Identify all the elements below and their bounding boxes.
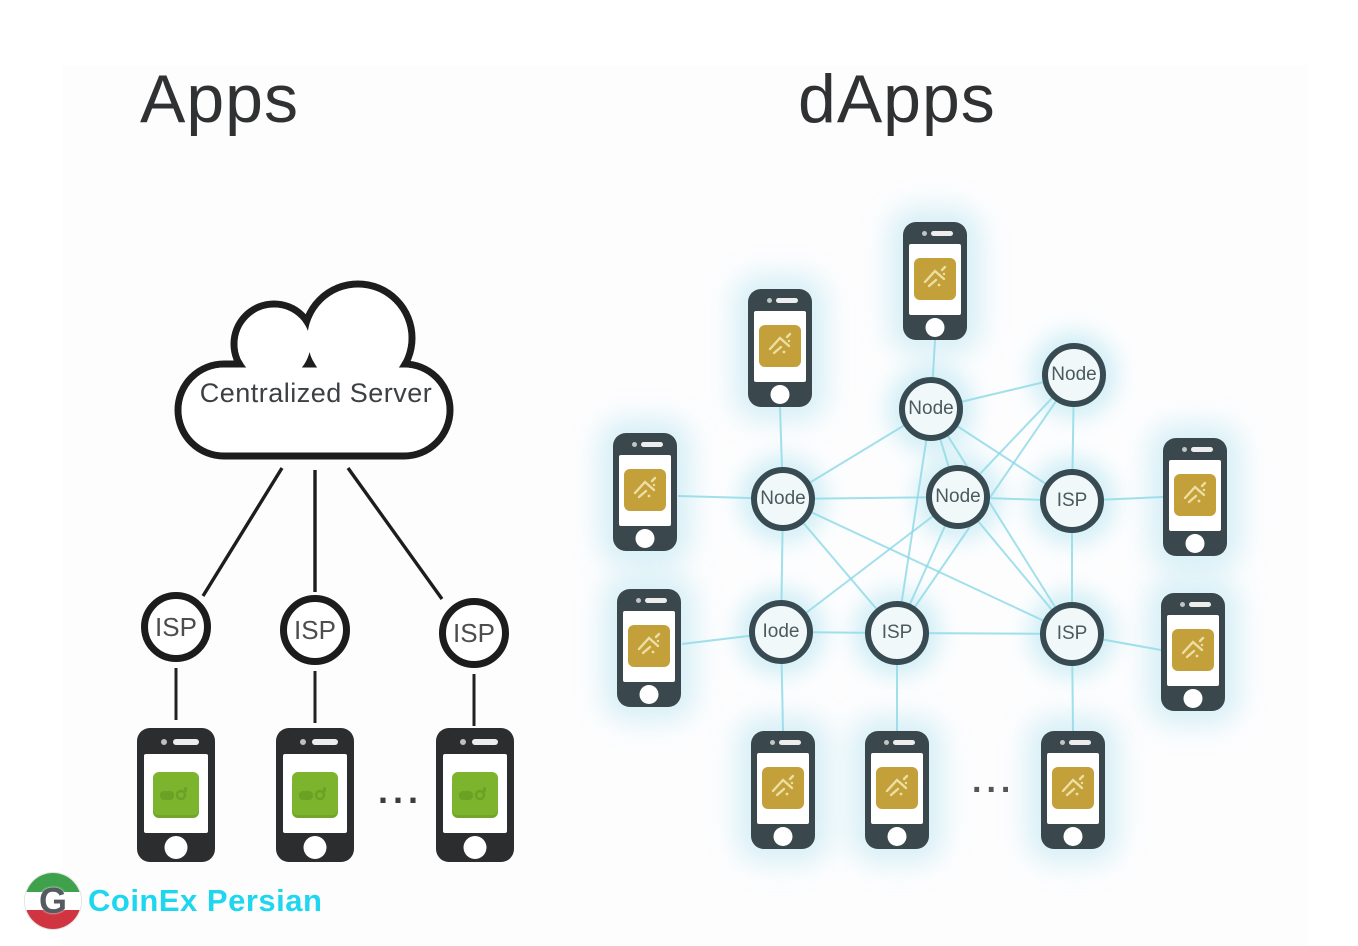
isp-label: ISP	[155, 611, 197, 642]
smartphone	[751, 731, 815, 849]
node-label: Node	[935, 486, 981, 507]
gold-dapp-icon	[914, 258, 956, 300]
speaker-icon	[173, 739, 199, 745]
green-app-icon	[153, 772, 199, 818]
isp-circle: ISP	[141, 592, 211, 662]
speaker-icon	[779, 740, 801, 745]
gold-dapp-icon	[876, 767, 918, 809]
speaker-icon	[641, 442, 663, 447]
speaker-icon	[1189, 602, 1211, 607]
camera-dot-icon	[161, 739, 167, 745]
speaker-icon	[1191, 447, 1213, 452]
smartphone	[865, 731, 929, 849]
apps-title: Apps	[140, 61, 299, 137]
home-button-icon	[1183, 689, 1203, 708]
camera-dot-icon	[1180, 602, 1185, 607]
smartphone	[1163, 438, 1227, 556]
node-label: Iode	[762, 621, 800, 642]
gold-dapp-icon	[1052, 767, 1094, 809]
green-app-icon	[292, 772, 338, 818]
speaker-icon	[776, 298, 798, 303]
home-button-icon	[773, 827, 793, 846]
centralized-server-label: Centralized Server	[199, 378, 433, 408]
speaker-icon	[312, 739, 338, 745]
smartphone	[137, 728, 215, 862]
smartphone	[276, 728, 354, 862]
green-app-icon	[452, 772, 498, 818]
isp-circle: ISP	[439, 598, 509, 668]
speaker-icon	[1069, 740, 1091, 745]
watermark: G CoinEx Persian	[24, 872, 322, 930]
smartphone	[903, 222, 967, 340]
node-label: Node	[1051, 364, 1097, 385]
camera-dot-icon	[632, 442, 637, 447]
speaker-icon	[931, 231, 953, 236]
network-node-circle: Node	[926, 465, 990, 529]
node-label: Node	[760, 488, 806, 509]
home-button-icon	[463, 836, 487, 859]
home-button-icon	[925, 318, 945, 337]
smartphone	[1041, 731, 1105, 849]
gold-dapp-icon	[759, 325, 801, 367]
smartphone	[748, 289, 812, 407]
camera-dot-icon	[884, 740, 889, 745]
network-node-circle: Iode	[749, 600, 813, 664]
isp-to-phone-lines	[174, 668, 476, 726]
dapps-title: dApps	[798, 61, 996, 137]
home-button-icon	[635, 529, 655, 548]
isp-label: ISP	[294, 614, 336, 645]
network-isp-circle: ISP	[1040, 602, 1104, 666]
network-node-circle: Node	[751, 467, 815, 531]
network-isp-circle: ISP	[865, 601, 929, 665]
speaker-icon	[472, 739, 498, 745]
camera-dot-icon	[300, 739, 306, 745]
network-node-circle: Node	[899, 377, 963, 441]
home-button-icon	[1063, 827, 1083, 846]
node-label: Node	[908, 398, 954, 419]
gold-dapp-icon	[1174, 474, 1216, 516]
speaker-icon	[645, 598, 667, 603]
gold-dapp-icon	[762, 767, 804, 809]
flag-white-band	[25, 892, 81, 910]
home-button-icon	[770, 385, 790, 404]
home-button-icon	[639, 685, 659, 704]
smartphone	[617, 589, 681, 707]
camera-dot-icon	[922, 231, 927, 236]
camera-dot-icon	[770, 740, 775, 745]
node-label: ISP	[881, 622, 913, 643]
node-label: ISP	[1056, 490, 1088, 511]
more-phones-ellipsis: ...	[972, 762, 1016, 800]
camera-dot-icon	[767, 298, 772, 303]
network-node-circle: Node	[1042, 343, 1106, 407]
home-button-icon	[1185, 534, 1205, 553]
home-button-icon	[303, 836, 327, 859]
network-isp-circle: ISP	[1040, 469, 1104, 533]
camera-dot-icon	[1182, 447, 1187, 452]
node-label: ISP	[1056, 623, 1088, 644]
speaker-icon	[893, 740, 915, 745]
home-button-icon	[164, 836, 188, 859]
smartphone	[613, 433, 677, 551]
more-phones-ellipsis: ...	[378, 770, 424, 811]
smartphone	[436, 728, 514, 862]
camera-dot-icon	[636, 598, 641, 603]
isp-label: ISP	[453, 617, 495, 648]
cloud-icon	[174, 280, 454, 460]
isp-circle: ISP	[280, 595, 350, 665]
camera-dot-icon	[1060, 740, 1065, 745]
camera-dot-icon	[460, 739, 466, 745]
coinex-persian-flag-logo-icon: G	[24, 872, 82, 930]
smartphone	[1161, 593, 1225, 711]
home-button-icon	[887, 827, 907, 846]
brand-name: CoinEx Persian	[88, 883, 323, 918]
gold-dapp-icon	[624, 469, 666, 511]
flag-red-band	[25, 909, 81, 929]
flag-green-band	[25, 873, 81, 893]
logo-glyph: G	[38, 880, 67, 921]
gold-dapp-icon	[1172, 629, 1214, 671]
gold-dapp-icon	[628, 625, 670, 667]
cloud-to-isp-lines	[201, 467, 444, 600]
